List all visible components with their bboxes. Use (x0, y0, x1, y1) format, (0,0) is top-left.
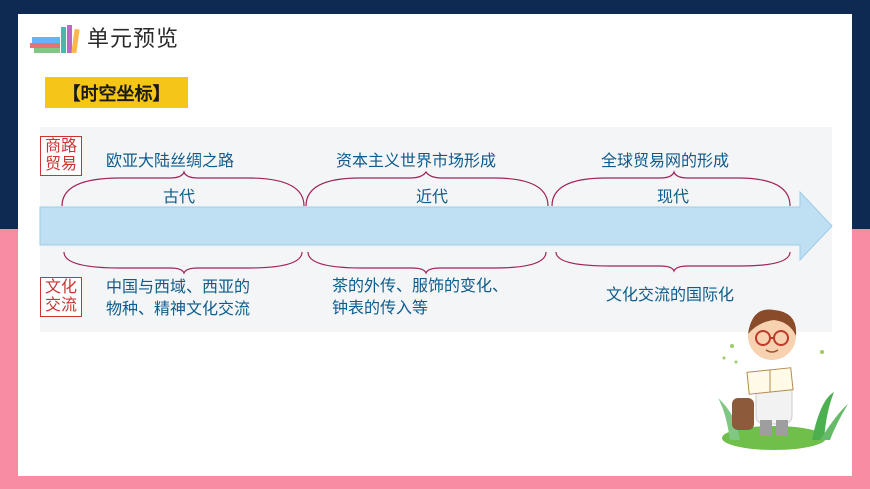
era-ancient: 古代 (163, 187, 196, 206)
trade-ancient: 欧亚大陆丝绸之路 (106, 151, 235, 170)
timeline-arrow (39, 190, 833, 262)
culture-ancient: 中国与西域、西亚的 物种、精神文化交流 (106, 277, 251, 318)
trade-contemporary: 全球贸易网的形成 (601, 151, 730, 170)
culture-contemporary: 文化交流的国际化 (606, 285, 735, 304)
books-icon (30, 25, 80, 53)
page-title: 单元预览 (87, 27, 180, 52)
culture-row-label: 文化 交流 (40, 277, 82, 317)
trade-label-text: 商路 贸易 (44, 136, 77, 173)
culture-label-text: 文化 交流 (44, 277, 77, 314)
culture-modern-early: 茶的外传、服饰的变化、 钟表的传入等 (332, 276, 509, 317)
trade-modern-early: 资本主义世界市场形成 (336, 151, 497, 170)
era-modern-early: 近代 (416, 187, 449, 206)
era-contemporary: 现代 (657, 187, 690, 206)
boy-reading-illustration (718, 309, 848, 450)
section-tag: 【时空坐标】 (45, 77, 188, 108)
trade-row-label: 商路 贸易 (40, 136, 82, 176)
